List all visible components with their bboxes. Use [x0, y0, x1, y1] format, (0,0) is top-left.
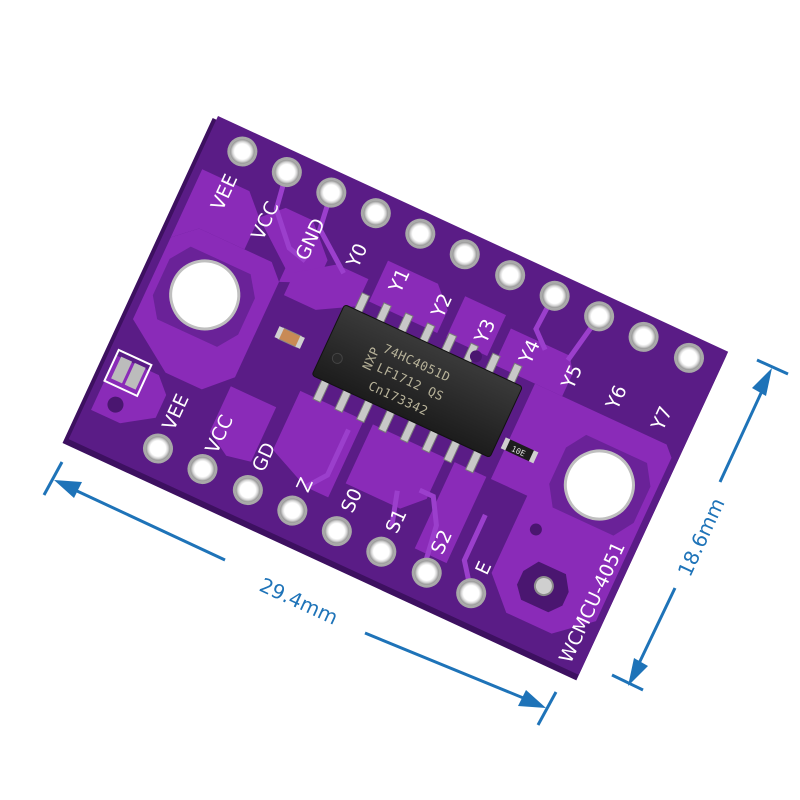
- dimension-tick-right: [536, 691, 558, 726]
- pin-pad: [227, 136, 258, 167]
- pin-pad: [321, 516, 352, 547]
- arrow-down-icon: [628, 658, 648, 686]
- pin-pad: [411, 557, 442, 588]
- via-test-point: [517, 561, 569, 613]
- mounting-hole-right: [549, 434, 651, 536]
- pin-pad: [277, 495, 308, 526]
- arrow-right-icon: [518, 690, 546, 708]
- dimension-line-left: [61, 482, 226, 562]
- pin-pad: [539, 280, 570, 311]
- pin-pad: [673, 342, 704, 373]
- dimension-length: [42, 461, 558, 726]
- pin-pad: [405, 218, 436, 249]
- dimension-length-label: 29.4mm: [256, 573, 342, 630]
- smd-capacitor: [274, 326, 305, 349]
- dimension-tick-top: [756, 358, 789, 376]
- fiducial-marks: [107, 350, 542, 536]
- pin-pad: [143, 433, 174, 464]
- dimension-line-right: [364, 631, 539, 706]
- pin-pad: [271, 157, 302, 188]
- dimension-line-top: [718, 377, 770, 483]
- dimension-width-label: 18.6mm: [673, 494, 730, 580]
- bottom-pin-header: [143, 433, 487, 609]
- ic-74hc4051: 74HC4051D NXP LF1712 QS Cn173342: [312, 304, 523, 458]
- pin-pad: [187, 454, 218, 485]
- dimension-tick-left: [42, 461, 64, 496]
- pin-pad: [628, 321, 659, 352]
- pin-pad: [232, 475, 263, 506]
- mounting-hole-left: [152, 246, 255, 347]
- solder-jumper: [103, 348, 153, 398]
- top-pin-header: [227, 136, 704, 373]
- arrow-up-icon: [752, 368, 772, 396]
- dimension-width: [611, 358, 789, 692]
- pin-pad: [360, 198, 391, 229]
- pin-pad: [456, 578, 487, 609]
- pin1-marker: [331, 352, 343, 364]
- pin-pad: [449, 239, 480, 270]
- pin-pad: [584, 301, 615, 332]
- pin-pad: [366, 536, 397, 567]
- dimension-tick-bottom: [611, 673, 644, 692]
- pcb-board: 74HC4051D NXP LF1712 QS Cn173342 10E: [62, 116, 729, 681]
- arrow-left-icon: [54, 480, 82, 498]
- pin-pad: [316, 177, 347, 208]
- pin-pad: [495, 260, 526, 291]
